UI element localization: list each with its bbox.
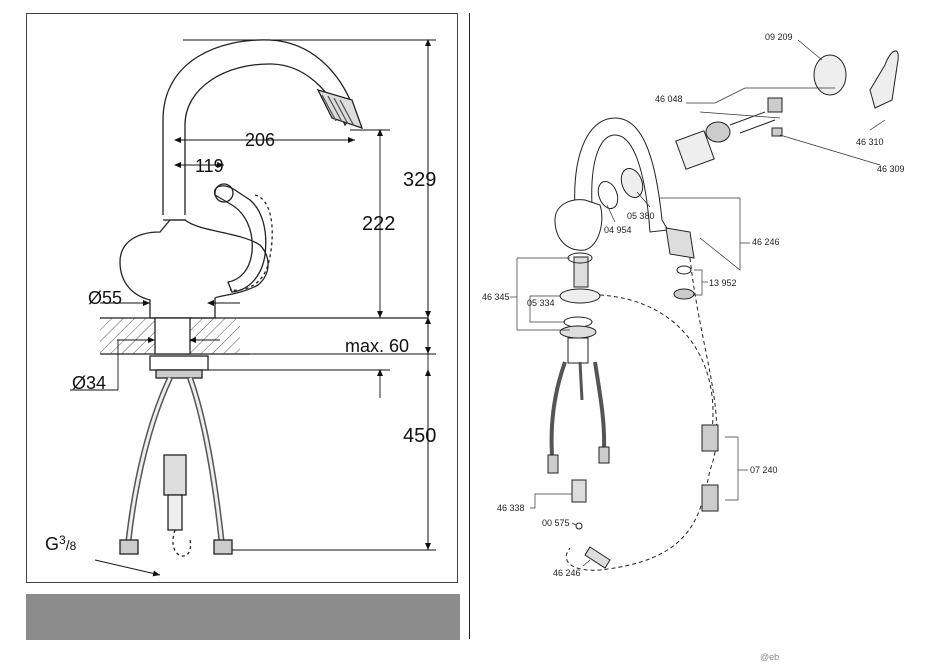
part-07240: 07 240 [750, 465, 778, 475]
dim-thread: G3/8 [45, 533, 77, 554]
spout-outline [163, 40, 355, 215]
part-46338: 46 338 [497, 503, 525, 513]
dimension-lines [70, 40, 436, 575]
dim-lever-offset: 119 [195, 156, 224, 176]
part-05334: 05 334 [527, 298, 555, 308]
part-09209: 09 209 [765, 32, 793, 42]
dim-reach: 206 [245, 130, 275, 150]
leader-lines [510, 40, 885, 566]
faucet-drawing [100, 40, 428, 556]
dim-hole-diameter: Ø34 [72, 373, 106, 393]
part-13952: 13 952 [709, 278, 737, 288]
watermark: @eb [760, 652, 779, 662]
part-46310: 46 310 [856, 137, 884, 147]
part-05380: 05 380 [627, 211, 655, 221]
dim-counter-max: max. 60 [345, 336, 409, 356]
spray-head [666, 228, 694, 258]
part-46345: 46 345 [482, 292, 510, 302]
part-46309: 46 309 [877, 164, 905, 174]
exploded-body [555, 200, 602, 251]
part-46048: 46 048 [655, 94, 683, 104]
exploded-view [548, 51, 898, 570]
dim-base-diameter: Ø55 [88, 288, 122, 308]
part-04954: 04 954 [604, 225, 632, 235]
dim-overall-height: 329 [403, 169, 436, 191]
part-00575: 00 575 [542, 518, 570, 528]
part-46246-spout: 46 246 [752, 237, 780, 247]
hose-right [190, 378, 222, 545]
part-46246-hose: 46 246 [553, 568, 581, 578]
dim-spout-height: 222 [362, 213, 395, 235]
dim-hose-length: 450 [403, 425, 436, 447]
